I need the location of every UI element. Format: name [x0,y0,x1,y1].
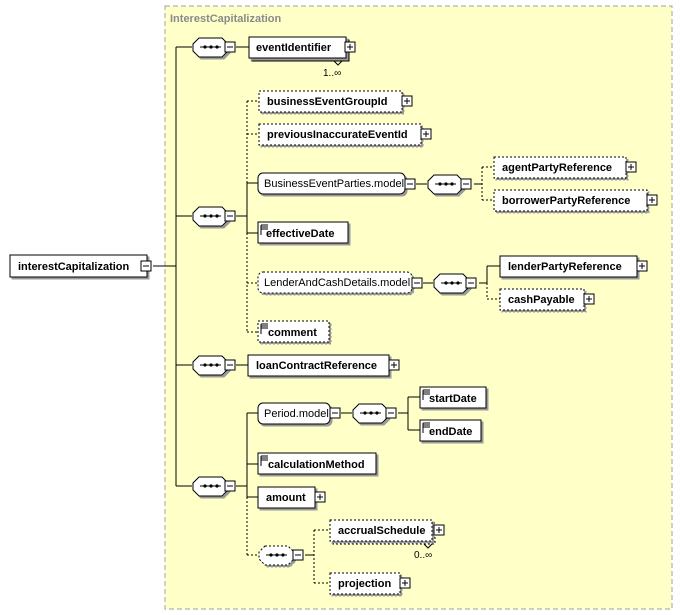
business-event-group-id-element[interactable]: businessEventGroupId [258,90,413,113]
connectors [153,46,500,584]
start-date-element[interactable]: startDate [419,386,487,409]
expand-icon[interactable] [388,359,400,371]
collapse-icon[interactable] [411,277,423,289]
element-label: startDate [429,393,477,405]
model-label: Period.model [264,408,329,420]
loan-contract-reference-element[interactable]: loanContractReference [247,354,400,377]
occurrence-label: 1..∞ [323,68,341,79]
expand-icon[interactable] [433,524,445,536]
collapse-icon[interactable] [224,210,236,222]
collapse-icon[interactable] [385,407,397,419]
expand-icon[interactable] [636,260,648,272]
expand-icon[interactable] [399,577,411,589]
effective-date-element[interactable]: effectiveDate [257,221,349,244]
lender-party-reference-element[interactable]: lenderPartyReference [499,255,648,278]
simple-type-icon [260,224,268,235]
model-label: LenderAndCashDetails.model [264,277,410,289]
element-label: loanContractReference [256,360,377,372]
collapse-icon[interactable] [224,480,236,492]
sequence-compositor[interactable] [352,403,397,424]
sequence-compositor[interactable] [192,355,236,376]
element-label: previousInaccurateEventId [267,129,408,141]
simple-type-icon [422,422,430,433]
element-label: amount [266,492,306,504]
collapse-icon[interactable] [224,359,236,371]
expand-icon[interactable] [583,293,595,305]
cash-payable-element[interactable]: cashPayable [499,288,595,311]
element-label: eventIdentifier [256,42,332,54]
element-label: accrualSchedule [338,525,425,537]
model-label: BusinessEventParties.model [264,178,404,190]
collapse-icon[interactable] [140,260,152,272]
element-label: businessEventGroupId [267,96,387,108]
group-title: InterestCapitalization [170,13,282,25]
collapse-icon[interactable] [460,178,472,190]
event-identifier-element[interactable]: eventIdentifier 1..∞ [248,36,356,79]
period-model[interactable]: Period.model [257,402,341,425]
root-element[interactable]: interestCapitalization [9,254,152,278]
expand-icon[interactable] [646,194,658,206]
root-label: interestCapitalization [18,261,130,273]
business-event-parties-model[interactable]: BusinessEventParties.model [257,172,416,195]
borrower-party-reference-element[interactable]: borrowerPartyReference [493,189,658,212]
sequence-compositor[interactable] [192,206,236,227]
projection-element[interactable]: projection [329,572,411,595]
simple-type-icon [260,323,268,334]
collapse-icon[interactable] [224,41,236,53]
element-label: agentPartyReference [502,162,612,174]
lender-and-cash-details-model[interactable]: LenderAndCashDetails.model [257,271,423,294]
simple-type-icon [422,389,430,400]
element-label: comment [268,327,317,339]
sequence-compositor-optional[interactable] [258,545,304,566]
collapse-icon[interactable] [329,407,341,419]
amount-element[interactable]: amount [257,486,326,509]
sequence-compositor[interactable] [433,273,477,294]
occurrence-label: 0..∞ [414,550,432,561]
calculation-method-element[interactable]: calculationMethod [257,452,377,475]
element-label: calculationMethod [268,459,365,471]
element-label: projection [338,578,391,590]
sequence-compositor[interactable] [192,476,236,497]
collapse-icon[interactable] [292,549,304,561]
element-label: lenderPartyReference [508,261,622,273]
element-label: effectiveDate [266,228,334,240]
collapse-icon[interactable] [404,178,416,190]
sequence-compositor[interactable] [427,174,472,195]
expand-icon[interactable] [314,491,326,503]
expand-icon[interactable] [625,161,637,173]
simple-type-icon [260,455,268,466]
accrual-schedule-element[interactable]: accrualSchedule 0..∞ [329,519,445,561]
comment-element[interactable]: comment [257,320,330,343]
end-date-element[interactable]: endDate [419,419,482,442]
element-label: cashPayable [508,294,575,306]
expand-icon[interactable] [344,41,356,53]
element-label: borrowerPartyReference [502,195,630,207]
expand-icon[interactable] [401,95,413,107]
collapse-icon[interactable] [465,277,477,289]
previous-inaccurate-event-id-element[interactable]: previousInaccurateEventId [258,123,432,146]
expand-icon[interactable] [420,128,432,140]
element-label: endDate [429,426,472,438]
sequence-compositor[interactable] [192,37,236,58]
group-box [164,5,673,610]
agent-party-reference-element[interactable]: agentPartyReference [493,156,637,179]
